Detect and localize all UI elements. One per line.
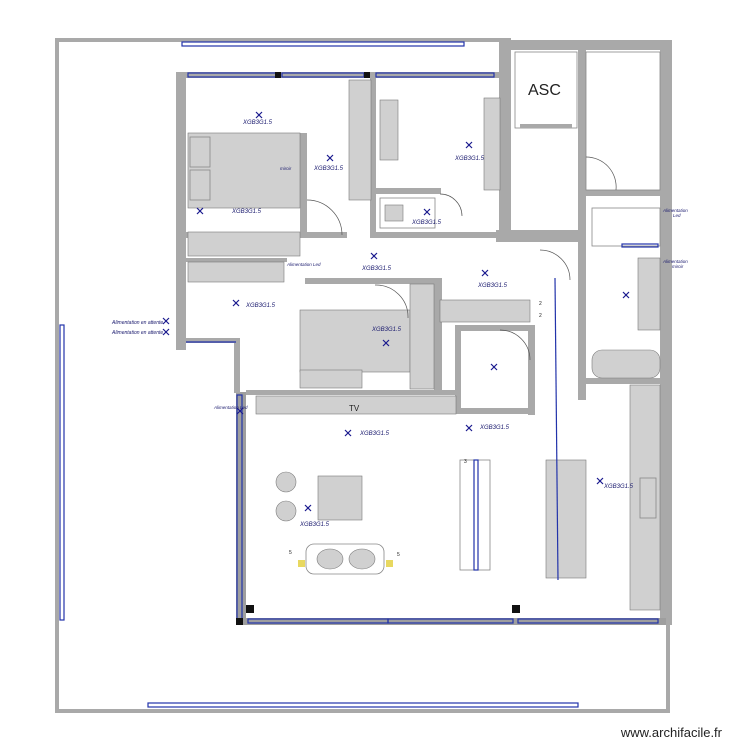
coffee-table: [317, 475, 363, 521]
wardrobe-4: [439, 299, 531, 323]
number-label: 2: [539, 313, 542, 319]
circuit-label: XGB3G1.5: [242, 120, 273, 126]
mirror-label: miroir: [280, 166, 292, 171]
terrace-outline: [55, 38, 670, 713]
tv-label: TV: [349, 404, 360, 413]
power-led-label: Alimentation Led: [286, 262, 321, 267]
circuit-label: XGB3G1.5: [479, 425, 510, 431]
circuit-label: XGB3G1.5: [245, 303, 276, 309]
kitchen-counter: [629, 384, 661, 611]
circuit-label: XGB3G1.5: [313, 166, 344, 172]
shower: [591, 207, 661, 247]
power-standby-label: Alimentation en attente: [111, 330, 163, 336]
double-bed-2: [299, 309, 411, 373]
watermark: www.archifacile.fr: [620, 725, 722, 740]
power-led-label: Alimentation: [662, 208, 688, 213]
bathtub: [591, 349, 661, 379]
power-standby-label: Alimentation en attente: [111, 320, 163, 326]
number-label: 3: [464, 459, 467, 465]
circuit-label: XGB3G1.5: [231, 209, 262, 215]
ceiling-points: [162, 72, 630, 625]
kitchen-island: [545, 459, 587, 579]
elevator-label: ASC: [528, 82, 561, 99]
power-mirror-label: miroir: [672, 264, 684, 269]
wardrobe-2: [348, 79, 372, 201]
toilet: [384, 204, 404, 222]
labels: ASC XGB3G1.5 XGB3G1.5 XGB3G1.5 XGB3G1.5 …: [111, 82, 688, 558]
power-led-label: Alimentation Led: [213, 405, 248, 410]
armchair-1: [275, 471, 297, 493]
circuit-label: XGB3G1.5: [477, 283, 508, 289]
number-label: 5: [289, 550, 292, 556]
number-label: 2: [539, 301, 542, 307]
circuit-label: XGB3G1.5: [359, 431, 390, 437]
doors: [306, 156, 617, 361]
power-led-label: Led: [673, 213, 681, 218]
light-point: [162, 111, 630, 512]
circuit-label: XGB3G1.5: [603, 484, 634, 490]
number-label: 5: [397, 552, 400, 558]
sink-2: [348, 548, 376, 570]
double-bed-1: [187, 132, 301, 209]
power-mirror-label: Alimentation: [662, 259, 688, 264]
wardrobe-1: [187, 231, 301, 257]
circuit-label: XGB3G1.5: [361, 266, 392, 272]
dining-table: [459, 459, 491, 571]
desk: [483, 97, 501, 191]
circuit-label: XGB3G1.5: [299, 522, 330, 528]
wardrobe-3: [409, 283, 435, 390]
circuit-label: XGB3G1.5: [371, 327, 402, 333]
furniture: [186, 51, 661, 611]
circuit-label: XGB3G1.5: [411, 220, 442, 226]
double-vanity: [637, 257, 661, 331]
sink-1: [316, 548, 344, 570]
tv-cabinet: [255, 395, 457, 415]
circuit-label: XGB3G1.5: [454, 156, 485, 162]
armchair-2: [275, 500, 297, 522]
